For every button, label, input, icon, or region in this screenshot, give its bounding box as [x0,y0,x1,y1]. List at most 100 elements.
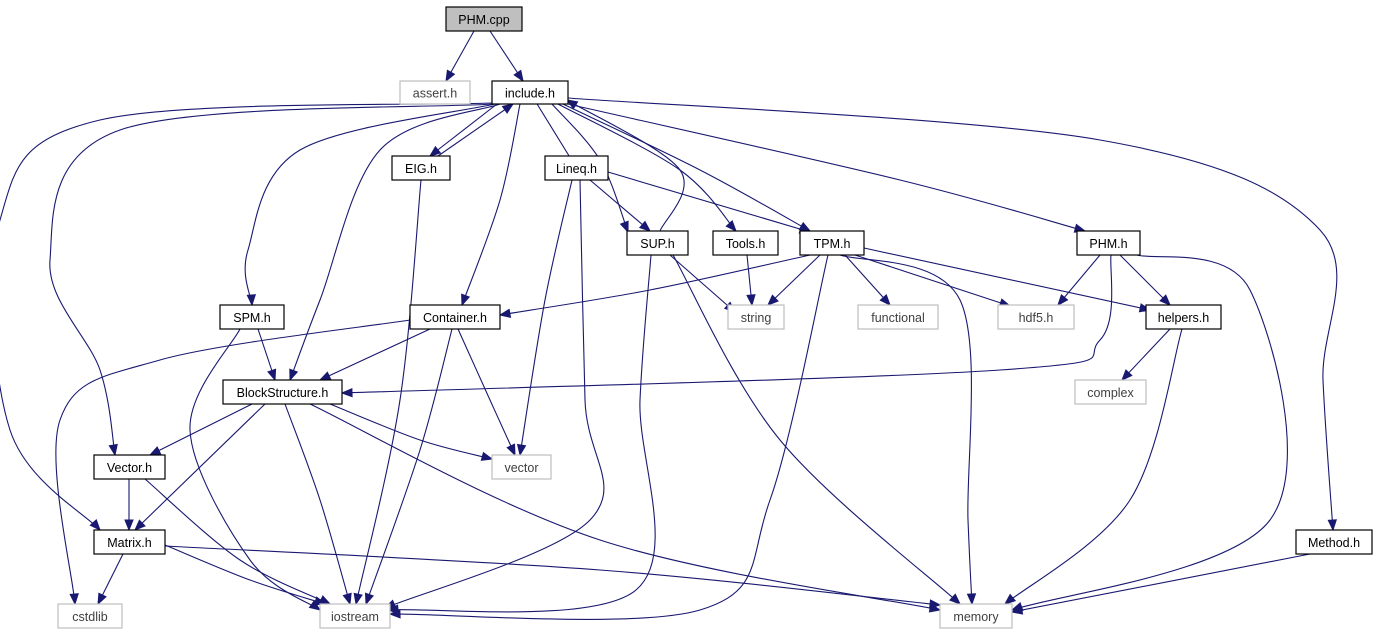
node-helpers-h[interactable]: helpers.h [1145,304,1222,330]
edge-arrowhead [428,145,442,157]
node-label: iostream [331,610,379,624]
edge-line [557,103,737,232]
edge-arrowhead [148,446,162,456]
edge-lineq-h-to-iostream [383,179,605,609]
edge-arrowhead [97,592,107,606]
node-lineq-h[interactable]: Lineq.h [544,155,609,181]
edge-line [389,254,829,620]
node-tpm-h[interactable]: TPM.h [799,230,865,256]
edge-container-h-to-cstdlib [55,319,411,606]
edge-line [567,97,1338,531]
edge-arrowhead [767,294,779,306]
edge-arrowhead [364,592,374,606]
edge-line [189,328,321,611]
node-box [1295,529,1373,555]
edge-container-h-to-vector [457,328,516,457]
node-tools-h[interactable]: Tools.h [712,230,779,256]
edge-line [55,319,411,605]
node-spm-h[interactable]: SPM.h [219,304,285,330]
edge-line [319,328,431,381]
edge-line [1011,553,1311,613]
edge-tpm-h-to-iostream [388,254,829,620]
edge-phm-h-to-helpers-h [1119,254,1171,306]
edge-line [863,247,1151,311]
edge-include-h-to-eig-h [428,103,498,157]
node-box [93,529,166,555]
edge-tpm-h-to-string [767,254,821,306]
node-label: include.h [505,87,555,101]
edge-method-h-to-memory [1010,553,1311,615]
edge-line [289,103,501,381]
node-container-h[interactable]: Container.h [409,304,501,330]
edge-line [1004,328,1183,605]
edge-lineq-h-to-vector [516,179,573,457]
node-include-h[interactable]: include.h [491,80,569,105]
edge-include-h-to-spm-h [244,103,496,307]
node-box [939,603,1013,629]
node-label: hdf5.h [1019,311,1054,325]
node-assert-h: assert.h [399,80,471,105]
edge-matrix-h-to-memory [164,545,942,609]
edge-arrowhead [461,293,471,307]
edge-arrowhead [1010,605,1024,615]
edge-spm-h-to-iostream [189,328,322,611]
node-label: memory [953,610,999,624]
node-label: cstdlib [72,610,107,624]
node-eig-h[interactable]: EIG.h [391,155,451,181]
edge-arrowhead [318,371,332,381]
edge-helpers-h-to-complex [1121,328,1171,381]
node-phm-cpp[interactable]: PHM.cpp [445,6,523,32]
edge-line [839,254,973,605]
edge-line [1119,254,1171,306]
node-phm-h[interactable]: PHM.h [1076,230,1141,256]
node-vector-h[interactable]: Vector.h [93,454,166,480]
edge-line [1057,254,1101,306]
edge-line [607,171,811,233]
edge-matrix-h-to-iostream [164,544,327,606]
edge-line [672,254,961,605]
edge-blockstructure-h-to-matrix-h [134,403,266,531]
edge-line [437,103,514,157]
node-label: functional [871,311,925,325]
edge-line [164,545,941,606]
edge-line [365,328,453,605]
edge-line [134,403,266,531]
node-method-h[interactable]: Method.h [1295,529,1373,555]
edge-line [562,103,811,232]
node-box [219,304,285,330]
node-box [399,80,471,105]
edge-line [669,254,736,313]
edge-line [144,478,331,605]
edge-arrowhead [342,592,352,606]
edge-arrowhead [108,443,118,457]
node-label: Vector.h [107,461,152,475]
edge-arrowhead [124,519,134,532]
node-box [857,304,939,330]
edge-arrowhead [1327,519,1338,532]
edge-phm-cpp-to-assert-h [445,30,475,83]
edge-line [0,102,493,531]
node-box [1145,304,1222,330]
edge-line [49,103,495,456]
node-label: TPM.h [814,237,851,251]
node-box [222,379,343,405]
edge-line [844,254,891,306]
node-box [319,603,391,629]
edge-arrowhead [929,599,942,609]
edge-include-h-to-tools-h [557,103,737,232]
edge-arrowhead [619,220,629,234]
node-label: SPM.h [233,311,271,325]
node-sup-h[interactable]: SUP.h [626,230,689,256]
edge-line [567,103,1086,232]
node-box [712,230,779,256]
edge-line [519,179,573,456]
node-blockstructure-h[interactable]: BlockStructure.h [222,379,343,405]
edge-arrowhead [501,103,515,114]
edge-arrowhead [746,294,756,307]
node-label: EIG.h [405,162,437,176]
node-matrix-h[interactable]: Matrix.h [93,529,166,555]
edge-arrowhead [480,451,494,461]
edge-include-h-to-method-h [567,97,1338,532]
edge-arrowhead [89,519,101,532]
